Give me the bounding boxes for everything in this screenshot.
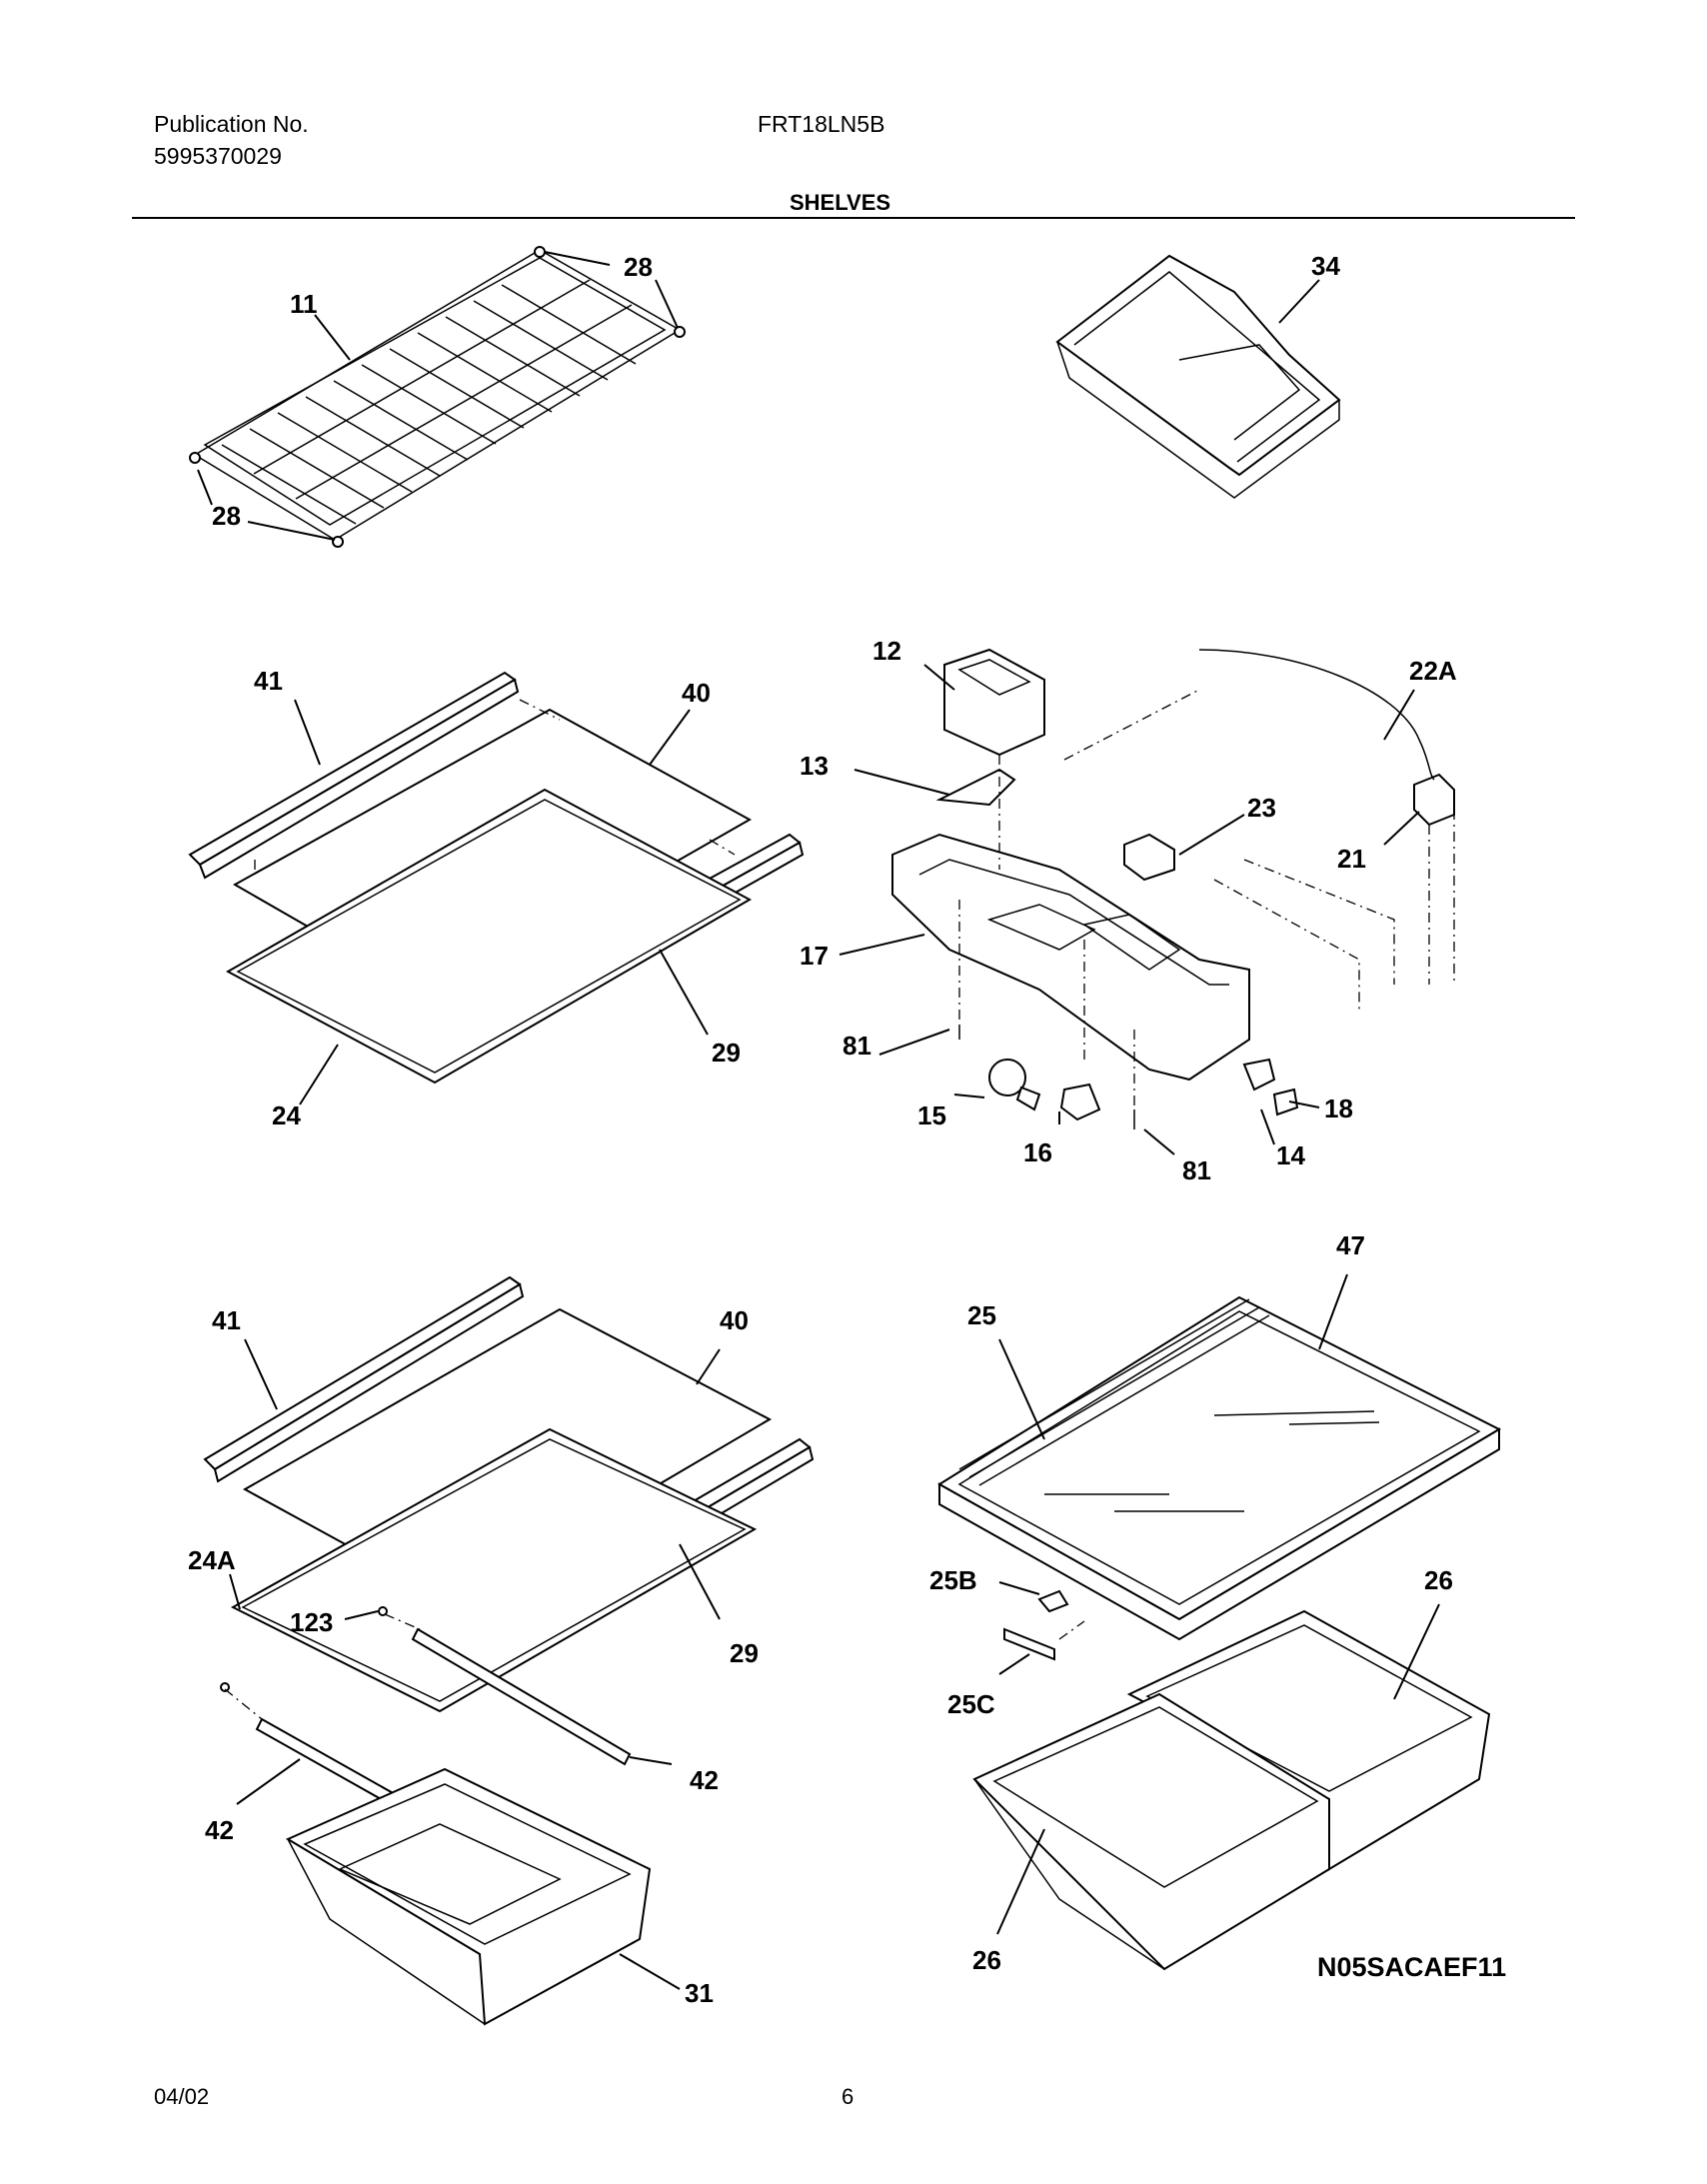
callout-31: 31: [685, 1978, 714, 2008]
callout-24: 24: [272, 1100, 301, 1130]
callout-25: 25: [967, 1300, 996, 1330]
callout-11: 11: [290, 289, 318, 319]
header-rule: [132, 217, 1575, 219]
bin-34: [1055, 254, 1341, 499]
callout-16: 16: [1023, 1137, 1052, 1167]
callout-42-left: 42: [205, 1815, 234, 1845]
callout-24a: 24A: [188, 1545, 236, 1575]
callout-15: 15: [917, 1100, 946, 1130]
callout-23: 23: [1247, 793, 1276, 823]
callout-34: 34: [1311, 251, 1340, 281]
callout-81-left: 81: [843, 1031, 871, 1061]
publication-number: 5995370029: [154, 143, 282, 169]
callout-17: 17: [800, 941, 829, 971]
callout-21: 21: [1337, 844, 1366, 874]
callout-22a: 22A: [1409, 656, 1457, 686]
glass-shelf-assembly: [188, 671, 805, 1085]
leader-lines: [197, 251, 1440, 1990]
callout-29-top: 29: [712, 1038, 741, 1068]
drawing-reference: N05SACAEF11: [1317, 1952, 1507, 1982]
crisper-cover-and-drawers: [937, 1295, 1502, 1971]
model-number: FRT18LN5B: [758, 111, 885, 137]
callout-47: 47: [1336, 1230, 1365, 1260]
callout-18: 18: [1324, 1093, 1353, 1123]
callout-28-bottom: 28: [212, 501, 241, 531]
callout-81-right: 81: [1182, 1155, 1211, 1185]
callout-123: 123: [290, 1607, 333, 1637]
page-number: 6: [842, 2084, 854, 2109]
callout-29-bottom: 29: [730, 1638, 759, 1668]
callout-12: 12: [872, 636, 901, 666]
crisper-cover-assembly: [203, 1275, 815, 2026]
callout-41-top: 41: [254, 666, 283, 696]
callout-26-left: 26: [972, 1945, 1001, 1975]
callout-25b: 25B: [929, 1565, 977, 1595]
light-housing-assembly: [891, 648, 1455, 1129]
callout-26-right: 26: [1424, 1565, 1453, 1595]
callout-28-top: 28: [624, 252, 653, 282]
wire-shelf: [189, 246, 686, 548]
callout-40-bottom: 40: [720, 1305, 749, 1335]
section-title: SHELVES: [790, 190, 891, 215]
callout-25c: 25C: [947, 1689, 995, 1719]
callout-labels: 28 11 28 34 41 40 29 24 12 22A 13 23 21 …: [188, 251, 1457, 2008]
callout-42-right: 42: [690, 1765, 719, 1795]
callout-14: 14: [1276, 1140, 1305, 1170]
publication-label: Publication No.: [154, 111, 309, 137]
footer-date: 04/02: [154, 2084, 210, 2109]
callout-13: 13: [800, 751, 829, 781]
callout-41-bottom: 41: [212, 1305, 241, 1335]
callout-40-top: 40: [682, 678, 711, 708]
